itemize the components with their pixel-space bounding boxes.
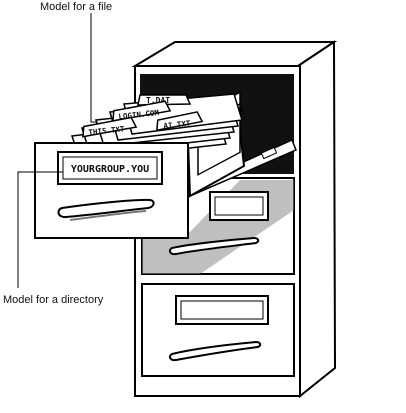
drawer-label-text: YOURGROUP.YOU xyxy=(71,164,149,175)
drawer-handle-shadow xyxy=(69,210,147,221)
callout-model-for-a-directory: Model for a directory xyxy=(3,294,104,306)
file-tab-login-com: LOGIN.COM xyxy=(112,100,172,122)
rail-catch xyxy=(260,146,278,160)
file-tab-this-txt: THIS.TXT xyxy=(82,116,138,138)
cabinet-side xyxy=(296,40,337,399)
callout-model-for-a-file: Model for a file xyxy=(40,1,113,13)
file-tab-label: AI.TXT xyxy=(163,119,191,131)
drawer-handle xyxy=(57,198,155,219)
middle-drawer-handle xyxy=(168,236,260,256)
middle-drawer-label-slot xyxy=(214,196,264,216)
file-tab-label: T.DAT xyxy=(146,96,170,105)
callout-leader-directory xyxy=(17,171,63,288)
callout-leader-file xyxy=(90,13,96,123)
drawer-label-inner xyxy=(62,156,158,180)
middle-drawer-label-holder xyxy=(209,191,269,221)
bottom-drawer-handle xyxy=(168,340,262,362)
file-tab-ai-txt: AI.TXT xyxy=(156,111,204,132)
bottom-drawer-label-slot xyxy=(180,300,264,320)
file-tab-t-dat: T.DAT xyxy=(137,94,192,106)
file-tab-label: THIS.TXT xyxy=(88,124,125,137)
bottom-drawer-label-holder xyxy=(175,295,269,325)
